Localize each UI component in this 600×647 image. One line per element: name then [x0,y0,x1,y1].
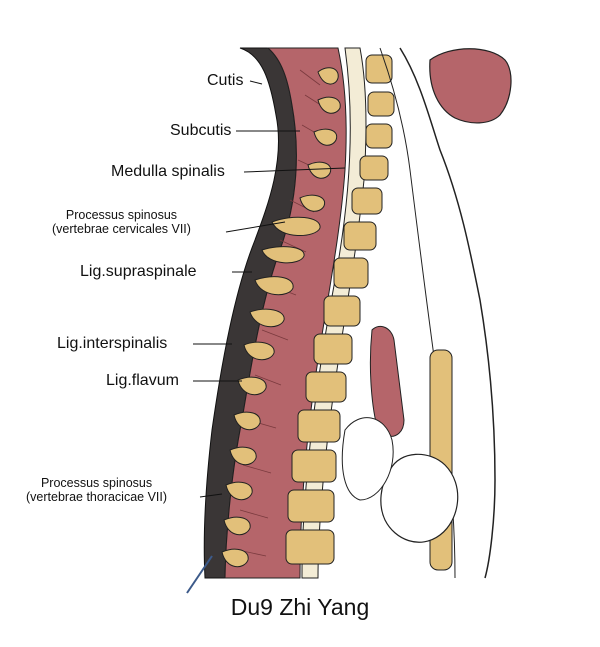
label-lig-flavum: Lig.flavum [106,372,179,389]
label-cutis: Cutis [207,72,244,89]
label-line: Processus spinosus [65,208,178,222]
label-lig-interspinalis: Lig.interspinalis [57,335,168,352]
vertebral-bodies [285,54,395,565]
label-medulla-spinalis: Medulla spinalis [111,163,225,180]
label-line: Processus spinosus [40,476,153,490]
diagram-caption: Du9 Zhi Yang [230,594,370,620]
acupuncture-needle [186,555,213,594]
label-processus-spinosus-cervicales: Processus spinosus (vertebrae cervicales… [52,208,191,237]
trachea [369,325,405,437]
label-lig-supraspinale: Lig.supraspinale [80,263,197,280]
heart-outline [380,453,459,543]
subcutis-muscle-region [224,47,347,579]
label-subcutis: Subcutis [170,122,232,139]
anterior-neck-outline [399,47,496,579]
skull-base [429,48,512,124]
label-line: (vertebrae cervicales VII) [52,222,191,237]
spinous-processes [221,67,341,568]
label-processus-spinosus-thoracicae: Processus spinosus (vertebrae thoracicae… [26,476,167,505]
leader-lines [193,80,346,498]
label-line: (vertebrae thoracicae VII) [26,490,168,505]
